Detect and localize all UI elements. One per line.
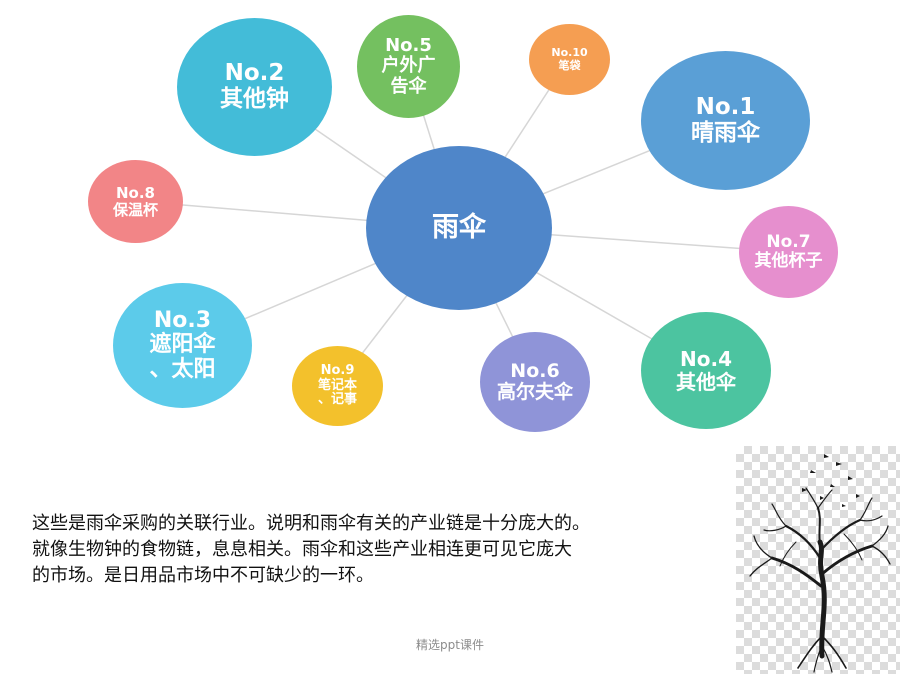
node-label: 其他杯子 — [754, 251, 823, 271]
node-no2: No.2 其他钟 — [177, 18, 332, 156]
node-label: 笔袋 — [558, 58, 581, 72]
node-rank: No.4 — [680, 347, 732, 372]
node-no1: No.1 晴雨伞 — [641, 51, 810, 190]
center-node: 雨伞 — [366, 146, 552, 310]
caption-line: 就像生物钟的食物链，息息相关。雨伞和这些产业相连更可见它庞大 — [32, 539, 572, 560]
node-rank: No.9 — [320, 363, 355, 379]
node-rank: No.7 — [766, 231, 811, 252]
node-no5: No.5 户外广 告伞 — [357, 15, 460, 118]
node-rank: No.3 — [153, 307, 212, 333]
caption-line: 这些是雨伞采购的关联行业。说明和雨伞有关的产业链是十分庞大的。 — [32, 513, 590, 534]
tree-illustration — [736, 446, 900, 674]
node-rank: No.6 — [510, 359, 560, 382]
node-no9: No.9 笔记本 、记事 — [292, 346, 383, 426]
caption-text: 这些是雨伞采购的关联行业。说明和雨伞有关的产业链是十分庞大的。 就像生物钟的食物… — [32, 511, 732, 589]
node-rank: No.2 — [224, 60, 285, 87]
node-no6: No.6 高尔夫伞 — [480, 332, 590, 432]
node-rank: No.5 — [385, 35, 432, 57]
node-label: 遮阳伞 — [149, 332, 216, 358]
caption-line: 的市场。是日用品市场中不可缺少的一环。 — [32, 565, 374, 586]
node-no3: No.3 遮阳伞 、太阳 — [113, 283, 252, 408]
node-no7: No.7 其他杯子 — [739, 206, 838, 298]
node-no8: No.8 保温杯 — [88, 160, 183, 243]
node-label: 户外广 — [381, 55, 436, 77]
node-label: 其他钟 — [220, 86, 289, 112]
node-rank: No.8 — [116, 183, 155, 202]
center-node-label: 雨伞 — [432, 211, 486, 243]
node-label-line2: 、太阳 — [149, 356, 216, 382]
node-label: 笔记本 — [317, 377, 357, 393]
node-label: 晴雨伞 — [691, 119, 760, 146]
node-no10: No.10 笔袋 — [529, 24, 610, 95]
footer-text: 精选ppt课件 — [416, 638, 484, 652]
node-label: 保温杯 — [112, 200, 158, 219]
node-label-line2: 告伞 — [390, 75, 427, 97]
node-label: 高尔夫伞 — [496, 381, 573, 403]
node-no4: No.4 其他伞 — [641, 312, 771, 429]
tree-with-birds-icon — [749, 454, 891, 673]
node-label-line2: 、记事 — [317, 392, 357, 408]
node-rank: No.1 — [695, 93, 756, 120]
node-label: 其他伞 — [676, 369, 736, 394]
node-rank: No.10 — [551, 46, 588, 60]
